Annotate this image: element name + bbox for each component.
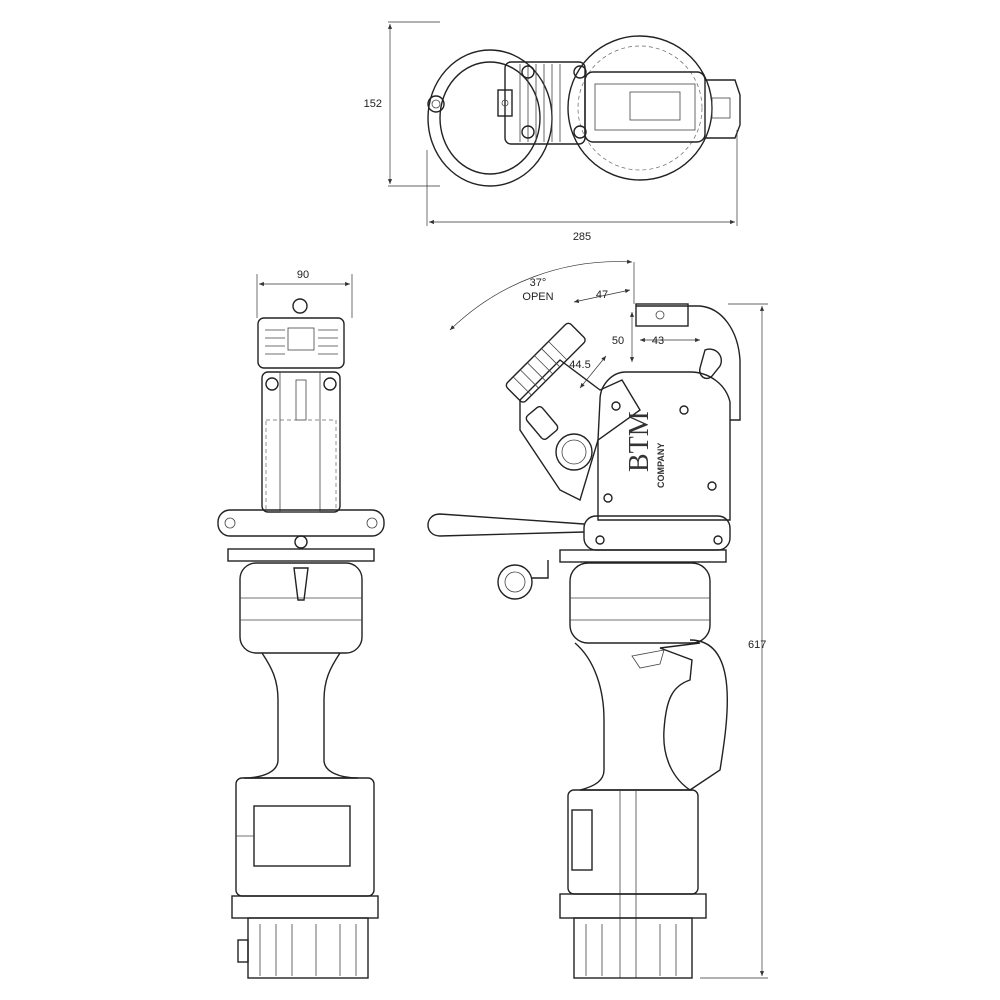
brand-logo-text: BTM <box>624 411 655 472</box>
dim-jaw-gap: 44.5 <box>569 359 590 371</box>
dim-angle-note: OPEN <box>522 291 553 303</box>
brand-logo: BTM <box>624 411 655 472</box>
front-dimensions <box>256 274 353 318</box>
front-view <box>217 298 385 979</box>
dim-jaw-opening: 47 <box>596 289 608 301</box>
brand-logo-subtext: COMPANY <box>656 443 666 488</box>
top-dimensions <box>387 21 738 226</box>
dim-top-width: 285 <box>573 231 591 243</box>
dim-overall-height: 617 <box>748 639 766 651</box>
top-view <box>427 35 741 187</box>
dim-front-width: 90 <box>297 269 309 281</box>
side-view <box>427 303 741 979</box>
dim-angle: 37° <box>530 277 547 289</box>
side-dimensions <box>449 259 768 979</box>
dim-nose-offset: 43 <box>652 335 664 347</box>
dim-jaw-depth: 50 <box>612 335 624 347</box>
dim-top-height: 152 <box>364 98 382 110</box>
